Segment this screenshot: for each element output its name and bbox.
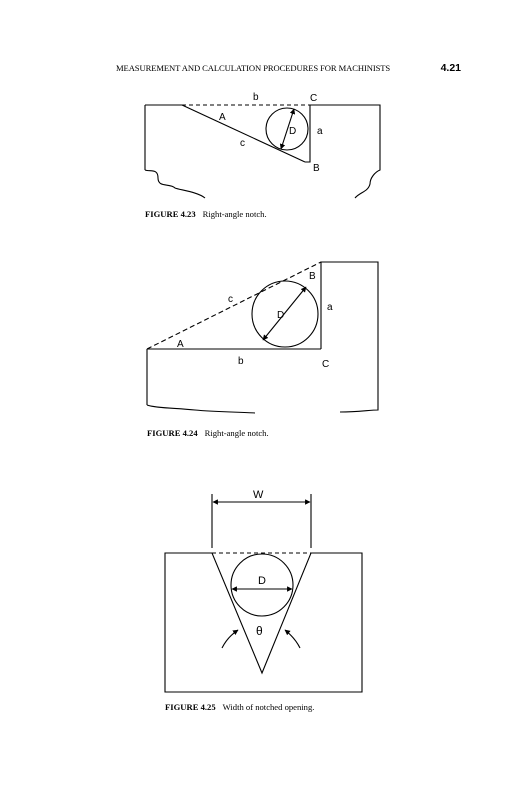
fig24-label-D: D — [277, 310, 284, 321]
fig25-label-W: W — [253, 489, 264, 501]
page-header: MEASUREMENT AND CALCULATION PROCEDURES F… — [116, 62, 461, 77]
fig25-gauge-circle — [230, 553, 294, 617]
fig24-gauge-circle — [251, 280, 319, 348]
fig23-workpiece-outline — [144, 105, 206, 199]
fig24-vertical-edge-a — [320, 261, 379, 413]
fig24-label-A: A — [177, 339, 184, 350]
figure-4-23-caption: FIGURE 4.23 Right-angle notch. — [145, 209, 267, 219]
fig23-label-D: D — [289, 126, 296, 137]
fig23-slope-edge-A — [181, 104, 306, 163]
fig23-label-B: B — [313, 163, 320, 174]
figure-4-24-caption: FIGURE 4.24 Right-angle notch. — [147, 428, 269, 438]
running-head: MEASUREMENT AND CALCULATION PROCEDURES F… — [116, 63, 391, 73]
fig23-gauge-circle — [265, 107, 309, 151]
fig25-theta-arc-right — [284, 629, 301, 649]
fig24-label-a: a — [327, 302, 333, 313]
fig23-label-b: b — [253, 92, 259, 103]
fig24-label-B: B — [309, 271, 316, 282]
fig24-label-C: C — [322, 359, 329, 370]
fig23-notch-vertical — [305, 104, 381, 199]
fig25-block-outline — [164, 552, 363, 693]
fig24-label-b: b — [238, 356, 244, 367]
fig23-label-a: a — [317, 126, 323, 137]
fig24-dashed-hypotenuse-c — [146, 261, 322, 350]
fig24-label-c: c — [228, 294, 233, 305]
fig24-diameter-arrow — [262, 286, 307, 341]
page-number: 4.21 — [440, 62, 461, 74]
fig25-theta-arc-left — [221, 629, 239, 649]
fig23-label-A: A — [219, 112, 226, 123]
fig24-workpiece-outline — [146, 349, 256, 414]
caption-number: FIGURE 4.25 — [165, 702, 216, 712]
fig25-label-theta: θ — [256, 624, 263, 638]
caption-number: FIGURE 4.24 — [147, 428, 198, 438]
caption-text: Right-angle notch. — [202, 209, 267, 219]
fig23-label-C: C — [310, 93, 317, 104]
fig25-label-D: D — [258, 575, 266, 587]
caption-text: Width of notched opening. — [222, 702, 315, 712]
fig23-diameter-arrow — [279, 108, 296, 150]
figure-4-25-caption: FIGURE 4.25 Width of notched opening. — [165, 702, 314, 712]
caption-number: FIGURE 4.23 — [145, 209, 196, 219]
caption-text: Right-angle notch. — [204, 428, 269, 438]
fig23-label-c: c — [240, 138, 245, 149]
